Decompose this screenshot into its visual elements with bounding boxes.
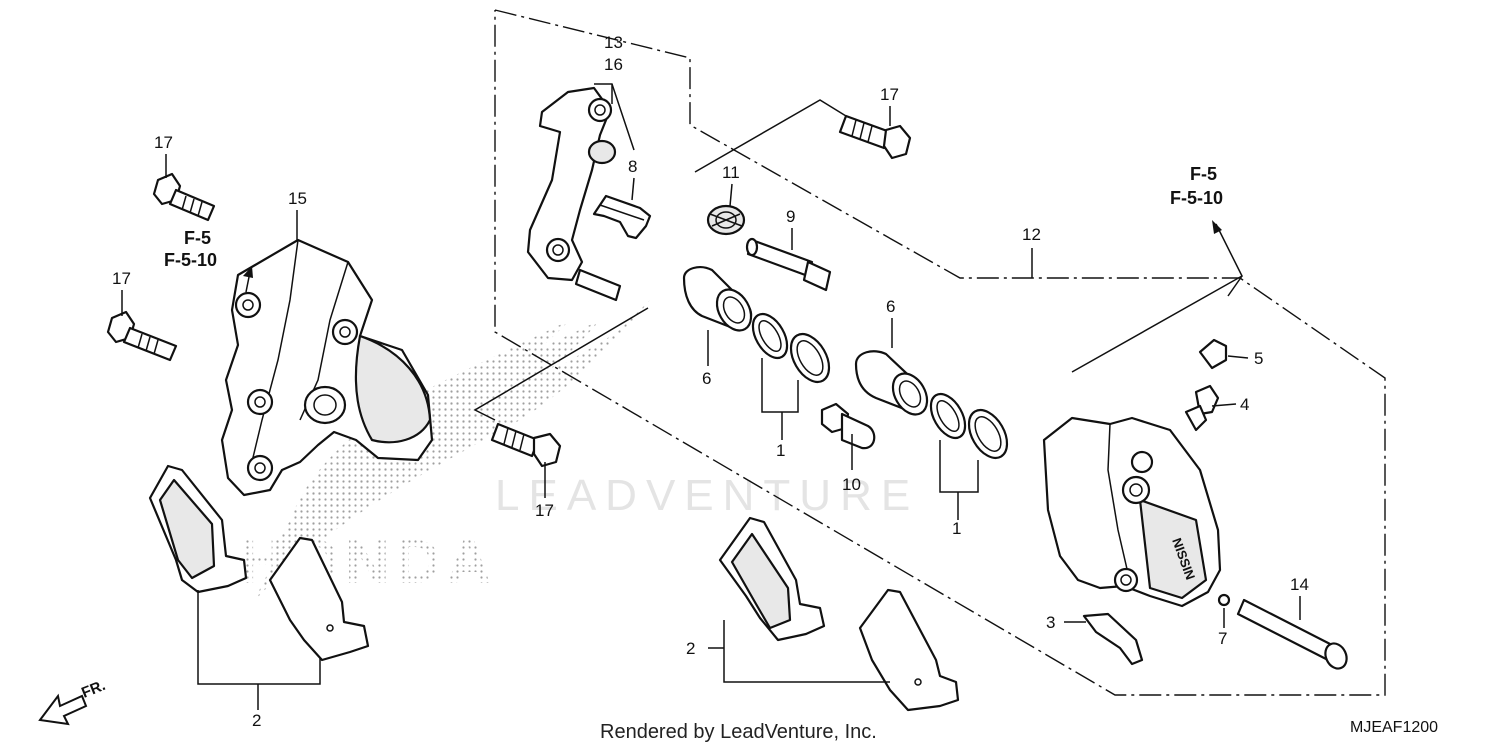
ref-arrowhead-right — [1212, 220, 1222, 234]
pad-pin-14 — [1236, 598, 1348, 670]
callout-17-top: 17 — [880, 85, 899, 104]
callout-17-left-upper: 17 — [154, 133, 173, 152]
boot-11 — [706, 204, 746, 236]
callout-9: 9 — [786, 207, 795, 226]
bleeder-cap-5 — [1198, 338, 1228, 370]
callout-17-mid: 17 — [535, 501, 554, 520]
footer-credit: Rendered by LeadVenture, Inc. — [600, 721, 877, 743]
callout-11: 11 — [722, 163, 740, 182]
piston-6-a — [682, 266, 753, 332]
callout-8: 8 — [628, 157, 637, 176]
callout-14: 14 — [1290, 575, 1309, 594]
callout-10: 10 — [842, 475, 861, 494]
brake-pad-right-front — [718, 516, 826, 642]
clip-7 — [1217, 593, 1231, 607]
caliper-bracket-assembly — [220, 238, 434, 497]
bolt-17-left-upper — [152, 172, 216, 222]
diagram-code: MJEAF1200 — [1350, 719, 1438, 736]
callout-13: 13 — [604, 33, 623, 52]
pin-9 — [745, 237, 832, 292]
direction-label: FR. — [79, 677, 108, 702]
bolt-17-left-lower — [106, 310, 178, 362]
leader-lines — [121, 83, 1301, 710]
callout-17-left-lower: 17 — [112, 269, 131, 288]
callout-2-left: 2 — [252, 711, 261, 730]
leadventure-watermark-text: LEADVENTURE — [495, 471, 919, 520]
callout-6-a: 6 — [702, 369, 711, 388]
piston-seals-1-b — [929, 392, 1009, 459]
callout-4: 4 — [1240, 395, 1249, 414]
brake-pad-left-rear — [268, 536, 370, 662]
ref-arrowhead-left — [243, 266, 253, 278]
front-direction-arrow: FR. — [38, 677, 108, 726]
bolt-17-mid — [490, 422, 562, 468]
piston-6-b — [854, 350, 929, 416]
caliper-bracket-13-16 — [526, 86, 622, 302]
callout-2-right: 2 — [686, 639, 695, 658]
pin-10 — [820, 402, 876, 450]
pad-retainer-3 — [1082, 612, 1144, 666]
callout-15: 15 — [288, 189, 307, 208]
callout-1-a: 1 — [776, 441, 785, 460]
ref-right-f5-10: F-5-10 — [1170, 188, 1223, 208]
callout-16: 16 — [604, 55, 623, 74]
piston-seals-1-a — [751, 312, 831, 383]
ref-right-f5: F-5 — [1190, 164, 1217, 184]
callout-5: 5 — [1254, 349, 1263, 368]
callout-12: 12 — [1022, 225, 1041, 244]
assembly-boundary — [494, 9, 1386, 696]
callout-3: 3 — [1046, 613, 1055, 632]
caliper-body-12: NISSIN — [1042, 416, 1222, 608]
callout-1-b: 1 — [952, 519, 961, 538]
bolt-17-top — [838, 114, 912, 160]
ref-left-f5: F-5 — [184, 228, 211, 248]
callout-7: 7 — [1218, 629, 1227, 648]
brake-pad-left-front — [148, 464, 248, 594]
ref-left-f5-10: F-5-10 — [164, 250, 217, 270]
callout-6-b: 6 — [886, 297, 895, 316]
pad-spring-8 — [592, 194, 652, 240]
bleeder-valve-4 — [1184, 384, 1220, 432]
brake-pad-right-rear — [858, 588, 960, 712]
